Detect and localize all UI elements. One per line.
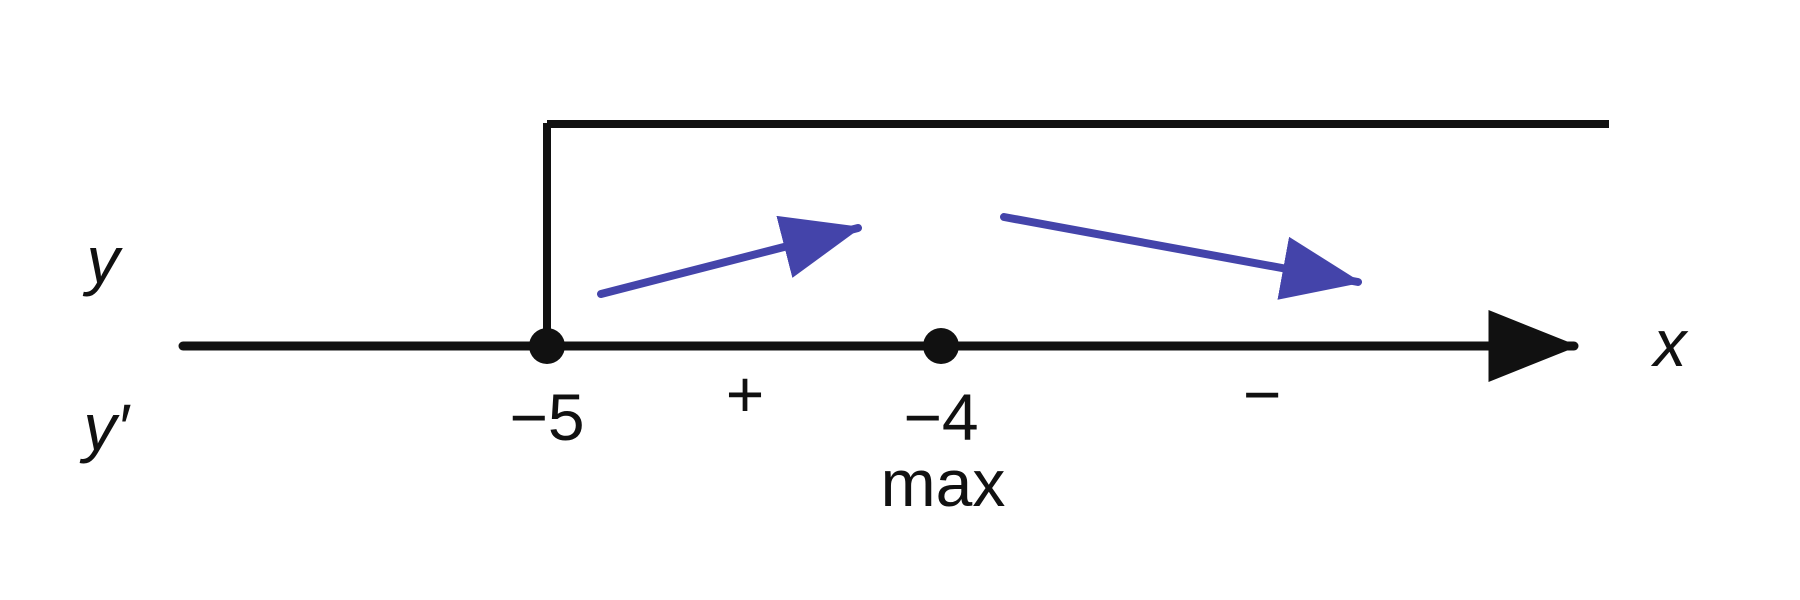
critical-point-label-minus-4: −4 [903, 380, 978, 454]
critical-point-dot-minus-4 [923, 328, 959, 364]
x-axis-label: x [1651, 306, 1689, 380]
derivative-row-label: y′ [79, 390, 131, 464]
critical-point-label-minus-5: −5 [509, 380, 584, 454]
critical-point-dot-minus-5 [529, 328, 565, 364]
maximum-label: max [881, 446, 1006, 520]
increasing-arrow [597, 215, 862, 298]
sign-mark-negative: − [1243, 357, 1282, 431]
sign-mark-positive: + [726, 357, 765, 431]
decreasing-arrow [1000, 213, 1362, 300]
function-row-label: y [83, 223, 124, 297]
